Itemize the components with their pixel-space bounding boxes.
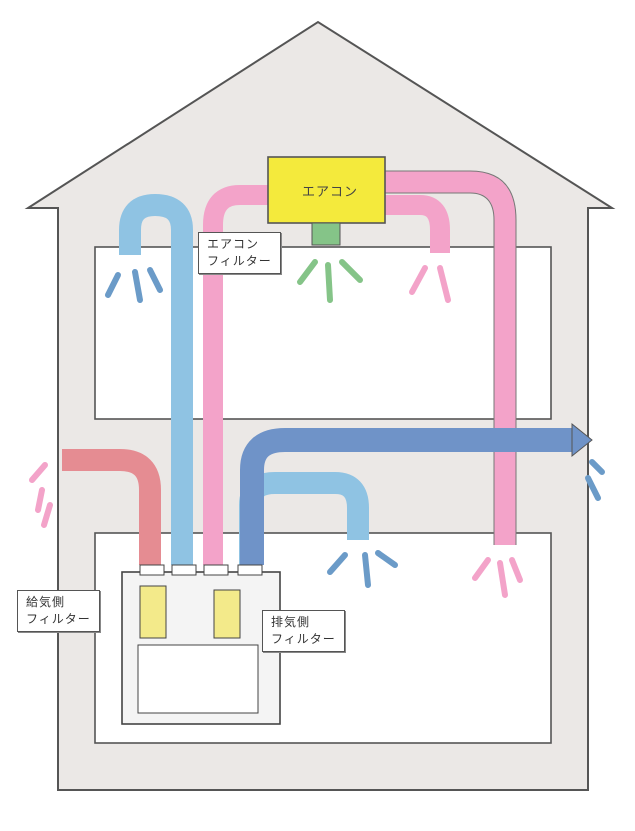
flow-arrows-blue <box>105 267 605 588</box>
duct-outside-intake <box>62 449 161 565</box>
duct-pink-return <box>203 185 270 565</box>
flow-arrows-green <box>297 259 363 303</box>
unit-top-connector-1 <box>139 564 165 576</box>
supply-filter-callout: 給気側 フィルター <box>17 590 100 632</box>
aircon-filter-line2: フィルター <box>207 254 272 268</box>
aircon-filter-callout: エアコン フィルター <box>198 232 281 274</box>
supply-filter-line1: 給気側 <box>26 595 66 609</box>
exhaust-filter-line1: 排気側 <box>271 615 311 629</box>
aircon-outlet <box>311 222 341 246</box>
aircon-filter-line1: エアコン <box>207 237 260 251</box>
exhaust-filter-callout: 排気側 フィルター <box>262 610 345 652</box>
aircon-unit <box>267 156 386 224</box>
flow-arrows-pink <box>29 265 523 598</box>
upper-room <box>94 246 552 420</box>
exhaust-arrow-head <box>571 422 593 458</box>
duct-pink-right <box>385 171 516 545</box>
duct-exhaust <box>240 428 575 565</box>
duct-pink-right-edge <box>385 170 517 545</box>
aircon-label: エアコン <box>302 185 359 200</box>
exhaust-filter-part <box>213 589 241 639</box>
unit-top-connector-4 <box>237 564 263 576</box>
supply-filter-line2: フィルター <box>26 612 91 626</box>
exhaust-filter-line2: フィルター <box>271 632 336 646</box>
duct-blue-supply <box>119 193 193 565</box>
unit-top-connector-2 <box>171 564 197 576</box>
unit-top-connector-3 <box>203 564 229 576</box>
supply-filter-part <box>139 585 167 639</box>
duct-pink-upper-outlet <box>385 195 450 253</box>
unit-inner <box>137 644 259 714</box>
